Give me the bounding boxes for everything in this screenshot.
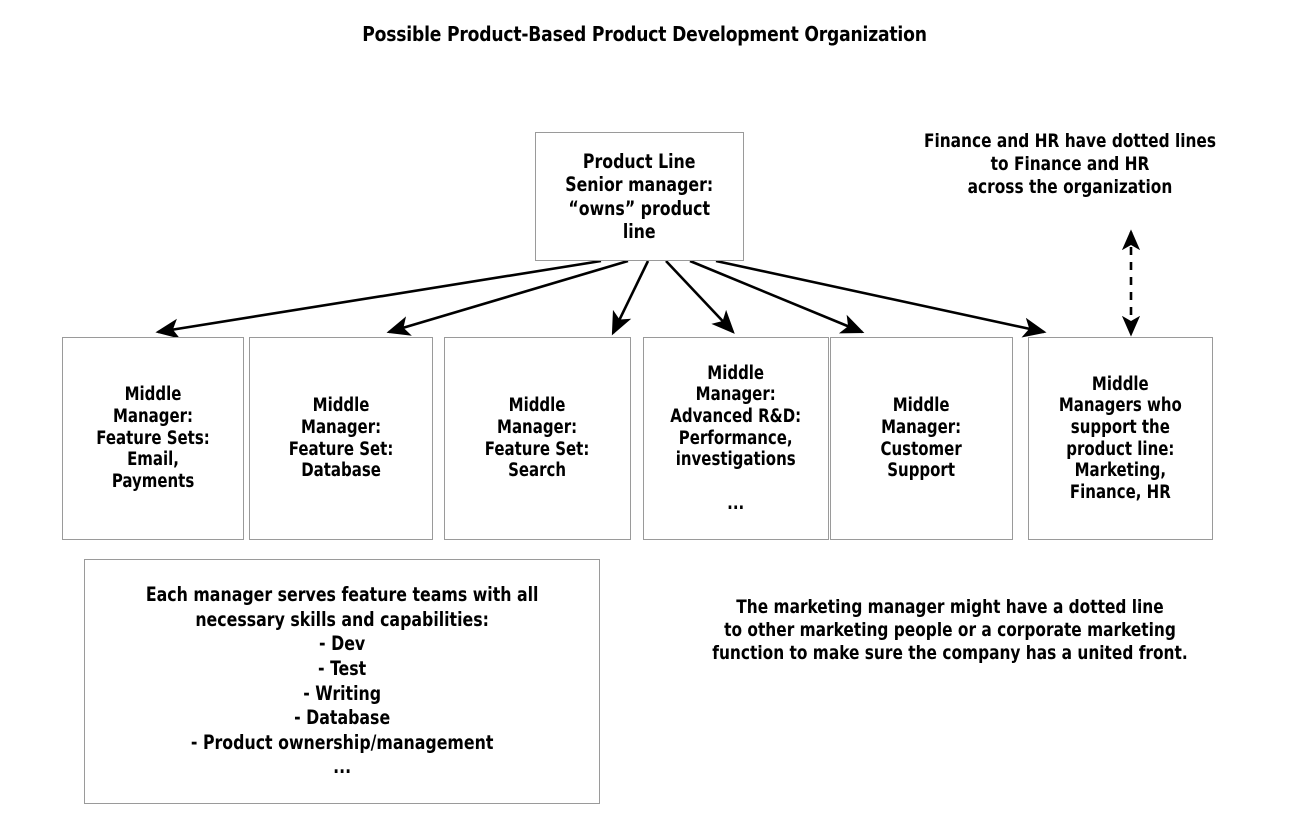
middle-manager-feature-sets-email-payments-box[interactable]: Middle Manager: Feature Sets: Email, Pay… (62, 337, 244, 540)
annotation-finance-hr-dotted-lines: Finance and HR have dotted lines to Fina… (923, 130, 1217, 199)
middle-manager-feature-set-search-box[interactable]: Middle Manager: Feature Set: Search (444, 337, 631, 540)
middle-manager-feature-sets-email-payments-label: Middle Manager: Feature Sets: Email, Pay… (96, 384, 210, 492)
product-line-senior-manager-box[interactable]: Product Line Senior manager: “owns” prod… (535, 132, 744, 261)
edge-root-to-mm6 (715, 259, 1047, 338)
feature-team-capabilities-label: Each manager serves feature teams with a… (145, 583, 539, 779)
product-line-senior-manager-label: Product Line Senior manager: “owns” prod… (565, 149, 714, 243)
edge-root-to-mm3 (611, 260, 650, 336)
edge-root-to-mm1 (155, 259, 602, 339)
middle-manager-advanced-rd-label: Middle Manager: Advanced R&D: Performanc… (670, 362, 802, 514)
middle-manager-feature-set-search-label: Middle Manager: Feature Set: Search (485, 395, 590, 482)
feature-team-capabilities-box[interactable]: Each manager serves feature teams with a… (84, 559, 600, 804)
diagram-title: Possible Product-Based Product Developme… (362, 22, 927, 46)
org-edges (155, 259, 1047, 339)
edge-root-to-mm4 (665, 260, 735, 334)
annotation-marketing-dotted-line: The marketing manager might have a dotte… (712, 596, 1188, 665)
edge-root-to-mm2 (386, 259, 629, 336)
edge-root-to-mm5 (689, 259, 865, 334)
middle-manager-feature-set-database-label: Middle Manager: Feature Set: Database (288, 395, 394, 482)
middle-managers-supporting-product-line-box[interactable]: Middle Managers who support the product … (1028, 337, 1213, 540)
middle-manager-advanced-rd-box[interactable]: Middle Manager: Advanced R&D: Performanc… (643, 337, 829, 540)
middle-manager-feature-set-database-box[interactable]: Middle Manager: Feature Set: Database (249, 337, 433, 540)
middle-manager-customer-support-box[interactable]: Middle Manager: Customer Support (830, 337, 1013, 540)
middle-managers-supporting-product-line-label: Middle Managers who support the product … (1059, 373, 1182, 503)
middle-manager-customer-support-label: Middle Manager: Customer Support (880, 395, 963, 482)
